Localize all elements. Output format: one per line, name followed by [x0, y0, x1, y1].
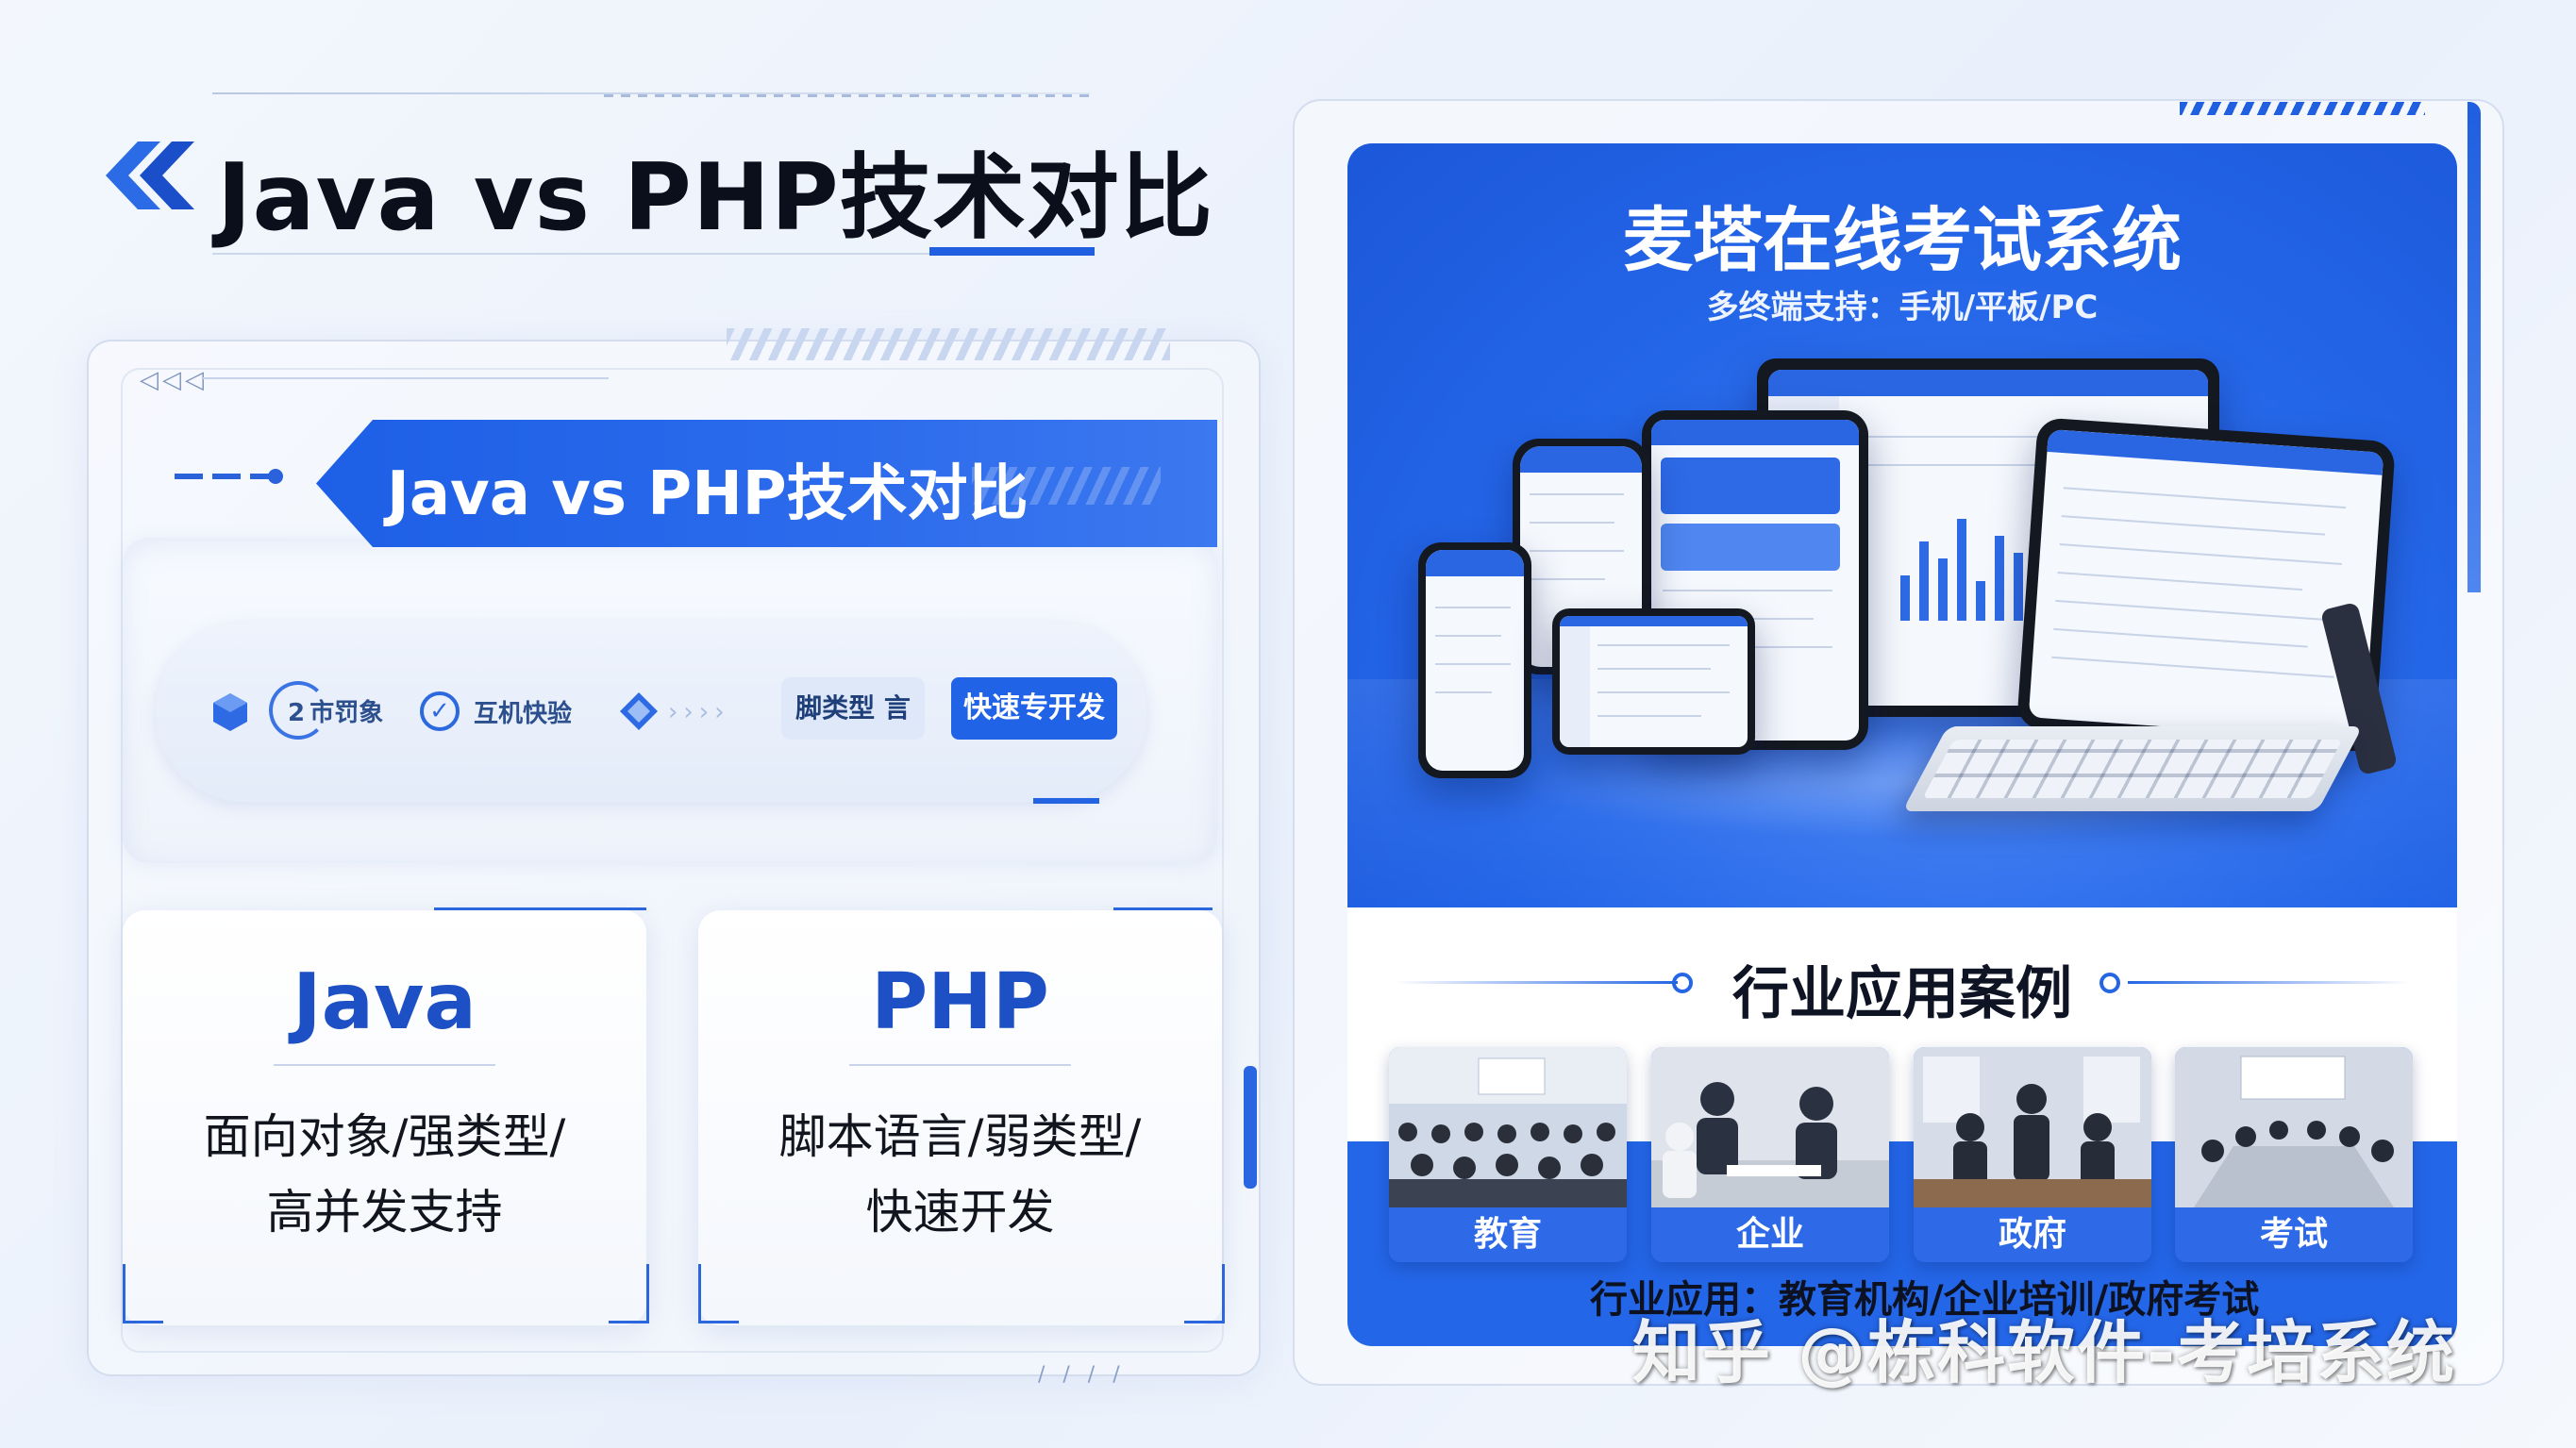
industry-title-line-right — [2128, 981, 2411, 984]
case-card-exam: 考试 — [2175, 1047, 2413, 1262]
pill-accent-bar — [1033, 798, 1099, 804]
java-card — [123, 910, 646, 1325]
industry-title: 行业应用案例 — [1732, 961, 2072, 1027]
java-card-title: Java — [293, 957, 477, 1047]
left-card-inner-frame — [121, 368, 1224, 1353]
industry-title-dot-left — [1672, 973, 1693, 993]
php-card-corner-left — [698, 1264, 739, 1323]
phone-device-small — [1418, 542, 1531, 778]
php-card-top-accent — [1113, 907, 1213, 910]
banner-dash-decoration — [175, 474, 278, 479]
page-title: Java vs PHP技术对比 — [217, 144, 1213, 252]
case-card-enterprise: 企业 — [1651, 1047, 1889, 1262]
fast-dev-badge: 快速专开发 — [951, 677, 1117, 740]
exam-system-title: 麦塔在线考试系统 — [1623, 200, 2182, 281]
php-card-desc-line2: 快速开发 — [865, 1185, 1055, 1240]
php-card-divider — [849, 1064, 1071, 1066]
meeting-photo-icon — [1651, 1047, 1889, 1207]
title-line-top — [212, 92, 1090, 94]
chevrons-decoration-icon: ◁◁◁ — [140, 366, 208, 394]
diamond-cube-icon — [620, 692, 658, 730]
ring-icon — [269, 681, 327, 740]
banner-stripes — [972, 467, 1161, 505]
check-circle-icon: ✓ — [420, 691, 460, 731]
php-card-desc-line1: 脚本语言/弱类型/ — [778, 1109, 1142, 1164]
script-type-badge: 脚类型 言 — [781, 677, 925, 740]
case-label-enterprise: 企业 — [1651, 1207, 1889, 1262]
office-photo-icon — [1914, 1047, 2151, 1207]
java-card-corner-right — [609, 1264, 649, 1323]
tablet-large-device — [2016, 417, 2397, 753]
java-card-corner-left — [123, 1264, 163, 1323]
right-stripe-decoration — [2180, 102, 2425, 115]
java-card-top-accent — [434, 907, 646, 910]
php-card-title: PHP — [871, 957, 1049, 1047]
industry-title-line-left — [1395, 981, 1678, 984]
pill-item-2: 互机快验 — [474, 700, 573, 728]
industry-title-dot-right — [2099, 973, 2120, 993]
industry-caption: 行业应用：教育机构/企业培训/政府考试 — [1590, 1278, 2260, 1322]
case-label-government: 政府 — [1914, 1207, 2151, 1262]
classroom-photo-icon — [1389, 1047, 1627, 1207]
bottom-dash-decoration: / / / / — [1038, 1363, 1126, 1387]
cube-icon — [213, 693, 247, 731]
dots-decoration: ›››› — [668, 698, 730, 726]
pill-item-1: 2 市罚象 — [288, 699, 384, 727]
case-card-education: 教育 — [1389, 1047, 1627, 1262]
case-label-education: 教育 — [1389, 1207, 1627, 1262]
title-line-bottom — [212, 253, 1095, 255]
side-accent-bar — [1244, 1066, 1257, 1189]
banner-dot-decoration — [268, 469, 283, 484]
java-card-desc-line1: 面向对象/强类型/ — [203, 1109, 566, 1164]
title-accent-bar — [929, 247, 1095, 256]
right-blue-edge — [2467, 102, 2481, 592]
title-line-dash — [604, 94, 1095, 97]
double-chevron-logo-icon — [106, 141, 194, 209]
php-card — [698, 910, 1222, 1325]
case-card-government: 政府 — [1914, 1047, 2151, 1262]
section-banner — [316, 420, 1217, 547]
watermark: 知乎 @栋科软件-考培系统 — [1632, 1313, 2456, 1392]
stripe-decoration — [727, 328, 1170, 360]
java-card-divider — [274, 1064, 495, 1066]
keyboard-device — [1902, 726, 2363, 811]
banner-title: Java vs PHP技术对比 — [387, 459, 1029, 529]
case-label-exam: 考试 — [2175, 1207, 2413, 1262]
tablet-small-device — [1552, 608, 1755, 755]
php-card-corner-right — [1184, 1264, 1225, 1323]
exam-system-subtitle: 多终端支持：手机/平板/PC — [1706, 289, 2099, 326]
conference-photo-icon — [2175, 1047, 2413, 1207]
java-card-desc-line2: 高并发支持 — [266, 1185, 503, 1240]
line-decoration — [203, 377, 609, 379]
